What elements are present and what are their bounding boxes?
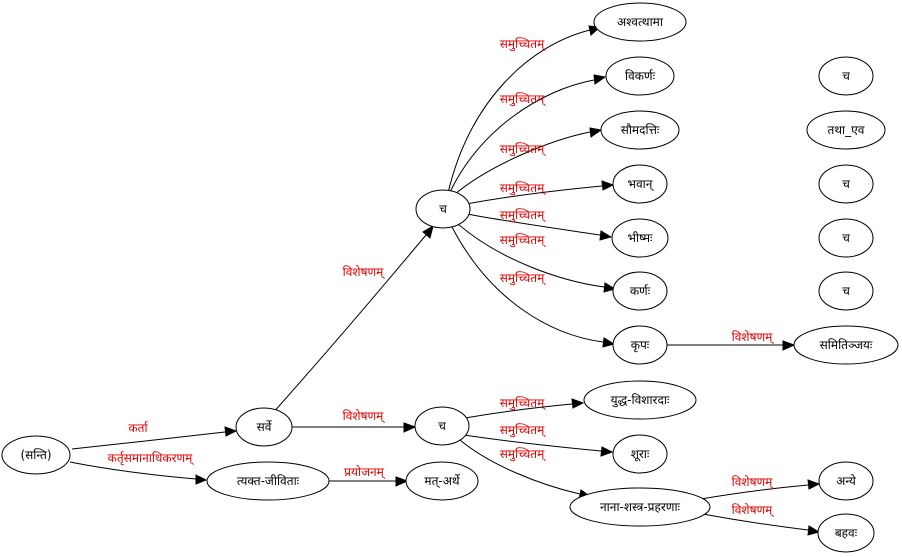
edge-ca-karna: समुच्चितम् bbox=[457, 223, 617, 293]
node-bahavah: बहवः bbox=[817, 513, 875, 553]
node-saumadattih: सौमदत्तिः bbox=[600, 110, 680, 150]
node-bhishmah: भीष्मः bbox=[611, 218, 669, 258]
svg-text:सर्वे: सर्वे bbox=[257, 420, 273, 434]
edge-nana-bahavah: विशेषणम् bbox=[696, 503, 821, 536]
svg-text:विकर्णः: विकर्णः bbox=[625, 69, 656, 83]
svg-text:च: च bbox=[842, 284, 850, 298]
svg-text:समितिञ्जयः: समितिञ्जयः bbox=[820, 338, 873, 352]
svg-text:च: च bbox=[438, 419, 446, 433]
node-vikarnah: विकर्णः bbox=[605, 56, 675, 96]
node-isolated-ca-4: च bbox=[818, 271, 874, 311]
node-ca-top: च bbox=[415, 189, 471, 229]
svg-text:बहवः: बहवः bbox=[835, 526, 858, 540]
edge-nana-anye: विशेषणम् bbox=[694, 475, 821, 501]
node-kripah: कृपः bbox=[612, 325, 668, 365]
edge-santi-sarve: कर्ता bbox=[71, 421, 238, 450]
svg-text:कर्णः: कर्णः bbox=[630, 284, 651, 298]
node-ca-mid: च bbox=[414, 406, 470, 446]
svg-text:च: च bbox=[842, 177, 850, 191]
edge-label-visheshanam-1: विशेषणम् bbox=[343, 265, 386, 280]
edge-label-prayojanam: प्रयोजनम् bbox=[344, 465, 386, 480]
svg-text:च: च bbox=[842, 69, 850, 83]
svg-text:युद्ध-विशारदाः: युद्ध-विशारदाः bbox=[611, 393, 670, 408]
edge-label-visheshanam-3: विशेषणम् bbox=[732, 330, 775, 345]
node-isolated-tatha-eva: तथा_एव bbox=[806, 110, 886, 150]
edge-label-visheshanam-5: विशेषणम् bbox=[732, 503, 775, 518]
node-isolated-ca-3: च bbox=[818, 218, 874, 258]
edge-ca-shura: समुच्चितम् bbox=[463, 423, 614, 457]
edge-ca-ashvatthama: समुच्चितम् bbox=[447, 25, 602, 194]
edge-kripa-samitinjaya: विशेषणम् bbox=[667, 330, 796, 351]
node-santi: (सन्ति) bbox=[1, 435, 71, 475]
svg-text:अन्ये: अन्ये bbox=[836, 474, 857, 488]
svg-text:कृपः: कृपः bbox=[631, 338, 650, 353]
edge-label-samuccitam-3: समुच्चितम् bbox=[500, 142, 547, 157]
edge-label-samuccitam-5: समुच्चितम् bbox=[500, 208, 547, 223]
edge-label-samuccitam-6: समुच्चितम् bbox=[500, 233, 547, 248]
svg-text:भीष्मः: भीष्मः bbox=[628, 231, 654, 245]
node-yuddha-visharadah: युद्ध-विशारदाः bbox=[583, 380, 697, 420]
svg-text:नाना-शस्त्र-प्रहरणाः: नाना-शस्त्र-प्रहरणाः bbox=[600, 500, 681, 514]
edge-sarve-ca-mid: विशेषणम् bbox=[292, 409, 417, 433]
edge-label-samuccitam-7: समुच्चितम् bbox=[500, 271, 547, 286]
edge-label-samuccitam-4: समुच्चितम् bbox=[500, 181, 547, 196]
edge-label-karta: कर्ता bbox=[128, 421, 148, 435]
node-sarve: सर्वे bbox=[235, 407, 293, 447]
svg-text:मत्-अर्थे: मत्-अर्थे bbox=[424, 474, 460, 489]
edge-label-samuccitam-10: समुच्चितम् bbox=[500, 447, 547, 462]
node-shurah: शूराः bbox=[612, 434, 668, 474]
svg-text:च: च bbox=[439, 202, 447, 216]
edge-ca-yuddha: समुच्चितम् bbox=[464, 396, 585, 419]
edge-santi-tyakta: कर्तृसमानाधिकरणम् bbox=[69, 451, 208, 485]
node-anye: अन्ये bbox=[818, 461, 874, 501]
node-tyakta-jivitah: त्यक्त-जीविताः bbox=[206, 461, 330, 501]
svg-text:भवान्: भवान् bbox=[628, 177, 655, 192]
edge-label-kartri-samanadhikaranam: कर्तृसमानाधिकरणम् bbox=[108, 451, 195, 466]
edge-ca-bhavan: समुच्चितम् bbox=[465, 180, 615, 205]
edge-ca-saumadatti: समुच्चितम् bbox=[454, 127, 603, 195]
node-mat-arthe: मत्-अर्थे bbox=[405, 461, 479, 501]
edge-ca-bhishma: समुच्चितम् bbox=[466, 208, 613, 241]
node-karnah: कर्णः bbox=[612, 271, 668, 311]
edge-label-visheshanam-2: विशेषणम् bbox=[343, 409, 386, 424]
edge-label-samuccitam-8: समुच्चितम् bbox=[500, 396, 547, 411]
node-isolated-ca-1: च bbox=[818, 56, 874, 96]
node-ashvatthama: अश्वत्थामा bbox=[593, 2, 687, 42]
node-samitinjayah: समितिञ्जयः bbox=[793, 325, 899, 365]
svg-text:(सन्ति): (सन्ति) bbox=[20, 448, 51, 462]
svg-text:त्यक्त-जीविताः: त्यक्त-जीविताः bbox=[237, 474, 300, 488]
node-nana-shastra-praharanah: नाना-शस्त्र-प्रहरणाः bbox=[569, 487, 711, 527]
edge-label-samuccitam-9: समुच्चितम् bbox=[500, 423, 547, 438]
edge-label-samuccitam-1: समुच्चितम् bbox=[500, 37, 547, 52]
edge-ca-vikarna: समुच्चितम् bbox=[449, 74, 607, 193]
svg-text:तथा_एव: तथा_एव bbox=[828, 123, 865, 137]
svg-text:च: च bbox=[842, 231, 850, 245]
svg-text:अश्वत्थामा: अश्वत्थामा bbox=[617, 15, 664, 29]
edge-label-samuccitam-2: समुच्चितम् bbox=[500, 92, 547, 107]
svg-text:सौमदत्तिः: सौमदत्तिः bbox=[621, 123, 660, 137]
node-isolated-ca-2: च bbox=[818, 164, 874, 204]
svg-text:शूराः: शूराः bbox=[631, 447, 650, 462]
edge-ca-nana: समुच्चितम् bbox=[459, 439, 593, 500]
edge-tyakta-matarthe: प्रयोजनम् bbox=[328, 465, 409, 487]
node-bhavan: भवान् bbox=[612, 164, 668, 204]
edge-ca-kripa: समुच्चितम् bbox=[451, 226, 616, 348]
edge-label-visheshanam-4: विशेषणम् bbox=[732, 475, 775, 490]
edge-sarve-ca-top: विशेषणम् bbox=[271, 224, 434, 415]
